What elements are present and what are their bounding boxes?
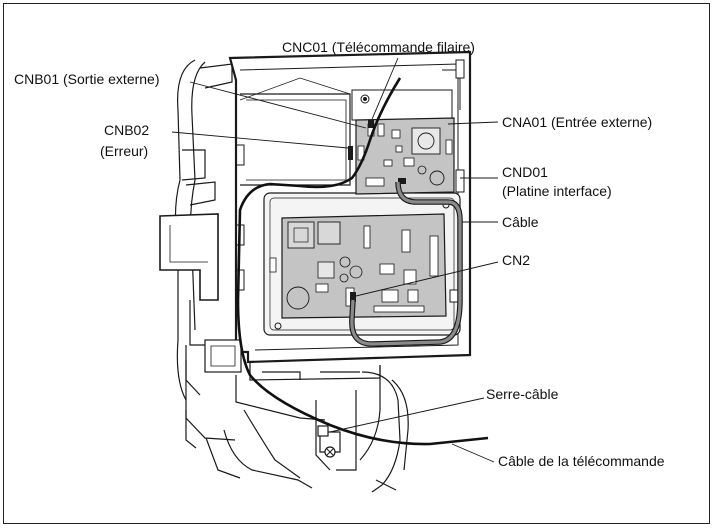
interface-board bbox=[355, 117, 455, 195]
label-cnb02-sub: (Erreur) bbox=[100, 143, 149, 159]
label-serre-cable: Serre-câble bbox=[486, 386, 559, 402]
label-cn2: CN2 bbox=[502, 252, 531, 268]
label-cnd01: CND01 bbox=[502, 164, 548, 180]
label-cable: Câble bbox=[502, 214, 539, 230]
interface-cable bbox=[349, 181, 463, 347]
label-cable-telecommande: Câble de la télécommande bbox=[498, 453, 665, 469]
remote-control-cable bbox=[236, 77, 489, 446]
label-cna01: CNA01 (Entrée externe) bbox=[502, 114, 653, 130]
label-cnb01: CNB01 (Sortie externe) bbox=[14, 71, 160, 87]
connector-markers bbox=[348, 120, 406, 302]
leader-lines bbox=[171, 57, 499, 463]
lower-assembly bbox=[185, 339, 409, 493]
cable-tie bbox=[317, 425, 329, 437]
label-cnd01-sub: (Platine interface) bbox=[502, 183, 612, 199]
label-cnc01: CNC01 (Télécommande filaire) bbox=[282, 39, 475, 55]
label-cnb02: CNB02 bbox=[104, 122, 150, 138]
main-control-board bbox=[269, 213, 447, 319]
